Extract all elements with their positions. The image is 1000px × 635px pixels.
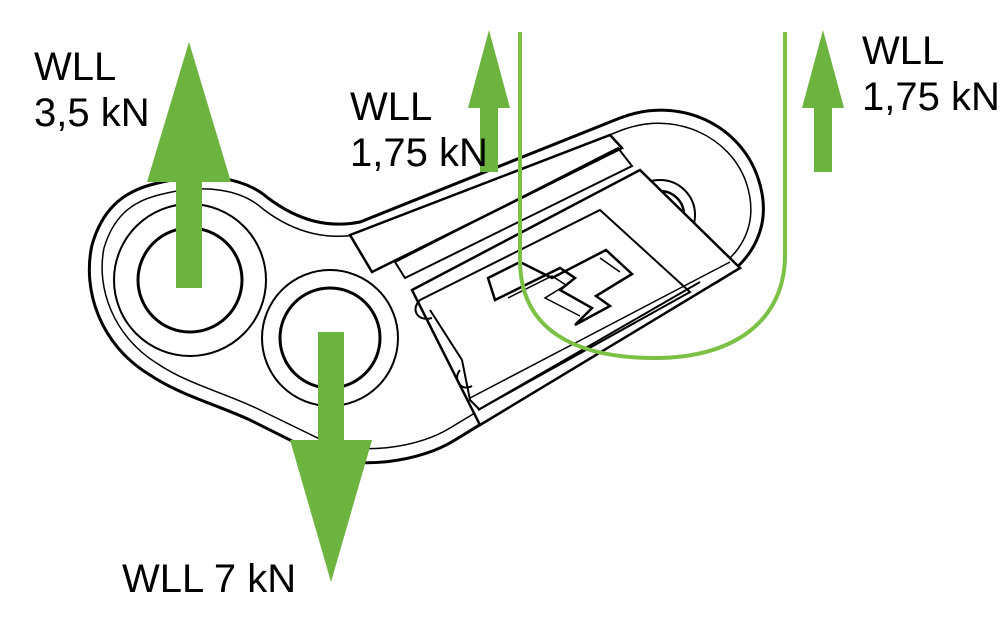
arrow-up-rope-right <box>802 30 844 172</box>
load-label-bottom-value: WLL 7 kN <box>122 557 297 601</box>
arrow-down-middle <box>290 332 372 582</box>
load-label-bottom: WLL 7 kN <box>122 556 296 602</box>
load-label-left-title: WLL <box>34 45 117 89</box>
load-label-left: WLL 3,5 kN <box>34 44 150 136</box>
arrow-up-rope-left <box>468 30 510 172</box>
cam-channel <box>348 133 743 427</box>
rope <box>518 32 787 361</box>
load-label-left-value: 3,5 kN <box>34 91 150 135</box>
load-label-middle: WLL 1,75 kN <box>350 84 488 176</box>
load-label-right-value: 1,75 kN <box>862 75 1000 119</box>
load-label-middle-value: 1,75 kN <box>350 131 488 175</box>
load-label-right-title: WLL <box>862 29 945 73</box>
load-label-right: WLL 1,75 kN <box>862 28 1000 120</box>
arrow-up-left <box>147 42 231 288</box>
load-label-middle-title: WLL <box>350 85 433 129</box>
